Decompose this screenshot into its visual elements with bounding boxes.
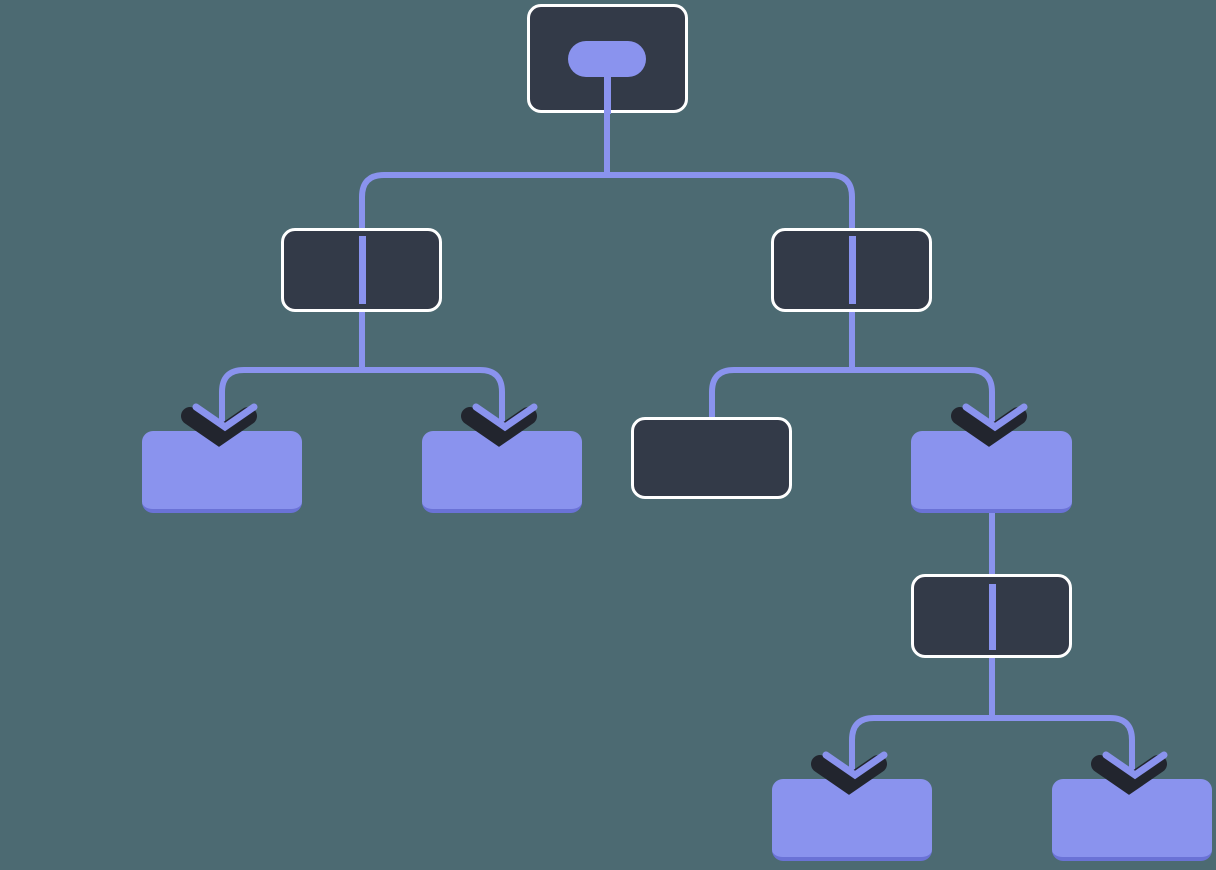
root-node[interactable] — [527, 4, 688, 113]
level3-leaf-d[interactable] — [911, 431, 1072, 513]
level2-right-node[interactable] — [771, 228, 932, 312]
level5-leaf-right[interactable] — [1052, 779, 1212, 861]
level3-leaf-a[interactable] — [142, 431, 302, 513]
level4-dark-node[interactable] — [911, 574, 1072, 658]
level5-leaf-left[interactable] — [772, 779, 932, 861]
level2-left-node[interactable] — [281, 228, 442, 312]
level3-dark-node[interactable] — [631, 417, 792, 499]
root-pill-shape — [568, 41, 646, 77]
level3-leaf-b[interactable] — [422, 431, 582, 513]
